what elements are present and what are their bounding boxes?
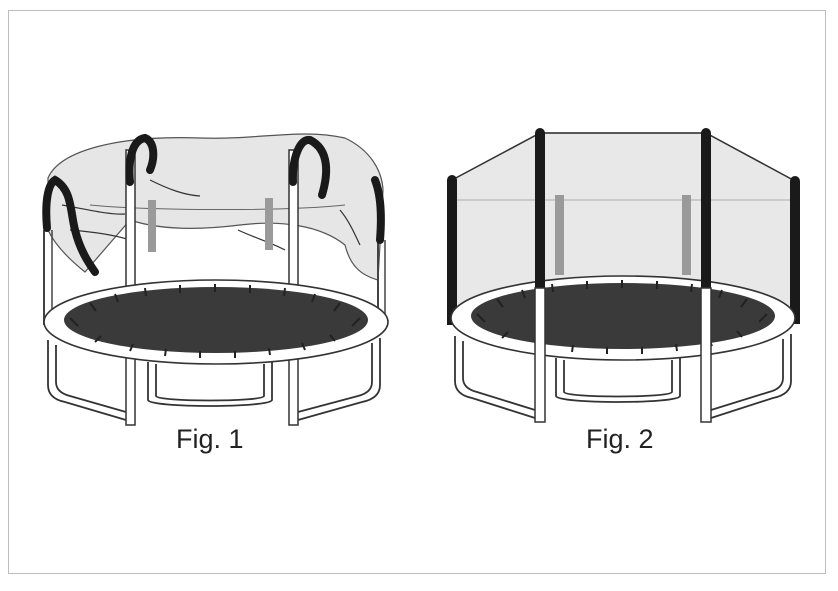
- fig1-pole-cover: [288, 136, 331, 199]
- fig2-back-pole: [555, 195, 564, 275]
- fig2-springs: [476, 280, 768, 354]
- fig1-legs: [47, 338, 381, 421]
- fig2-pole-cap: [701, 128, 711, 138]
- fig2-pole-cap: [535, 128, 545, 138]
- fig1-pole-cover: [42, 175, 99, 276]
- fig2-pole-cover: [447, 180, 457, 325]
- fig1-net-canopy: [47, 133, 384, 281]
- fig2-front-pole: [534, 287, 546, 423]
- fig1-back-pole: [265, 198, 273, 250]
- fig1-jump-mat: [64, 287, 368, 353]
- figure-caption: Fig. 2: [586, 424, 654, 454]
- fig2-net-top-edge: [451, 132, 796, 182]
- fig1-net-fold: [339, 209, 361, 246]
- fig2-jump-mat: [471, 283, 775, 349]
- fig2-front-pole-cover: [701, 133, 711, 288]
- fig2-trampoline: [447, 128, 800, 423]
- fig2-legs: [454, 334, 792, 419]
- fig1-net-back-edge: [89, 204, 346, 211]
- fig1-pole-cover: [371, 176, 385, 244]
- fig1-net-fold: [149, 179, 201, 197]
- fig2-pole-cap: [447, 175, 457, 185]
- fig2-back-pole: [682, 195, 691, 275]
- fig1-net-fold: [237, 229, 286, 251]
- fig1-back-pole: [148, 200, 156, 252]
- figure-caption: Fig. 1: [176, 424, 244, 454]
- fig2-front-pole: [700, 287, 712, 423]
- fig1-pole-cover: [125, 133, 158, 186]
- fig1-trampoline: [42, 133, 389, 426]
- fig2-pole-cap: [790, 176, 800, 186]
- fig2-pole-cover: [790, 181, 800, 324]
- fig2-front-pole-cover: [535, 133, 545, 288]
- fig1-springs: [69, 284, 361, 358]
